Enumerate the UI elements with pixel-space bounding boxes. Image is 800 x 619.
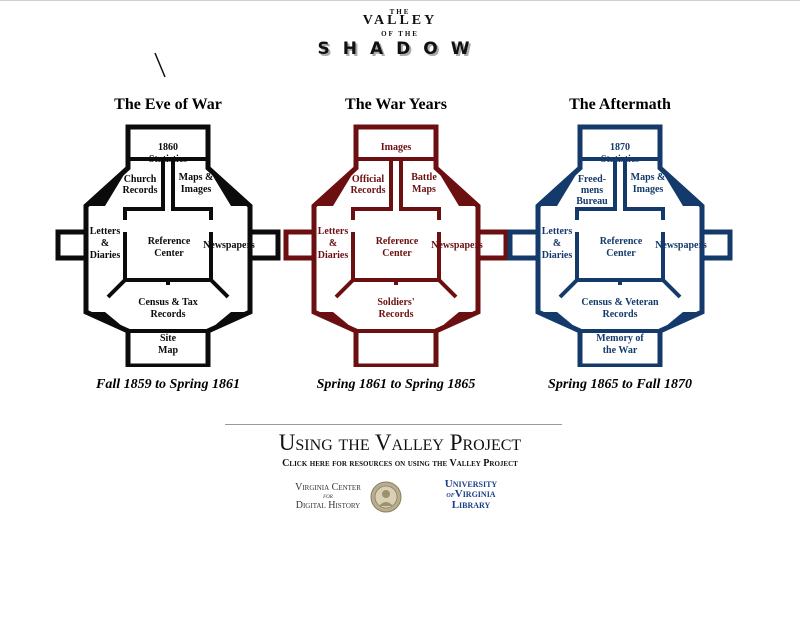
using-valley-sublink[interactable]: Click here for resources on using the Va… [282, 458, 518, 469]
logo-the: THE [389, 8, 411, 16]
room-east-label[interactable]: Newspapers [203, 240, 255, 251]
period-title-aftermath[interactable]: The Aftermath [569, 96, 671, 113]
period-dates-war: Spring 1861 to Spring 1865 [316, 377, 476, 392]
room-east-label[interactable]: Newspapers [431, 240, 483, 251]
room-top-label[interactable]: Images [381, 142, 412, 153]
room-west-label[interactable]: Letters&Diaries [542, 226, 573, 261]
room-ne-label[interactable]: Maps &Images [631, 172, 666, 195]
room-ne-label[interactable]: Maps &Images [179, 172, 214, 195]
uva-of: of [446, 490, 455, 499]
uva-line2: Virginia [454, 488, 496, 500]
logo-of-the: OF THE [381, 30, 419, 38]
uva-library-link[interactable]: University ofVirginia Library [436, 478, 506, 511]
period-title-eve[interactable]: The Eve of War [114, 96, 222, 113]
slash-mark [154, 52, 166, 78]
vcdh-for: for [323, 492, 333, 500]
period-dates-eve: Fall 1859 to Spring 1861 [96, 377, 240, 392]
logo-shadow: SHADOW [317, 39, 483, 59]
logo-valley: VALLEY [362, 13, 438, 28]
uva-line3: Library [451, 499, 491, 511]
uva-line1: University [444, 478, 498, 490]
vcdh-line1: Virginia Center [295, 482, 361, 493]
room-west-label[interactable]: Letters&Diaries [90, 226, 121, 261]
using-valley-link[interactable]: Using the Valley Project [278, 430, 522, 455]
vcdh-seal-icon[interactable] [370, 481, 402, 513]
room-south-label[interactable]: Soldiers'Records [377, 297, 414, 320]
period-dates-aftermath: Spring 1865 to Fall 1870 [548, 377, 692, 392]
top-border [0, 0, 800, 1]
room-west-label[interactable]: Letters&Diaries [318, 226, 349, 261]
vcdh-link[interactable]: Virginia Center for Digital History [283, 482, 373, 511]
vcdh-line2: Digital History [295, 500, 361, 511]
period-title-war[interactable]: The War Years [345, 96, 447, 113]
divider [225, 424, 562, 425]
room-east-label[interactable]: Newspapers [655, 240, 707, 251]
